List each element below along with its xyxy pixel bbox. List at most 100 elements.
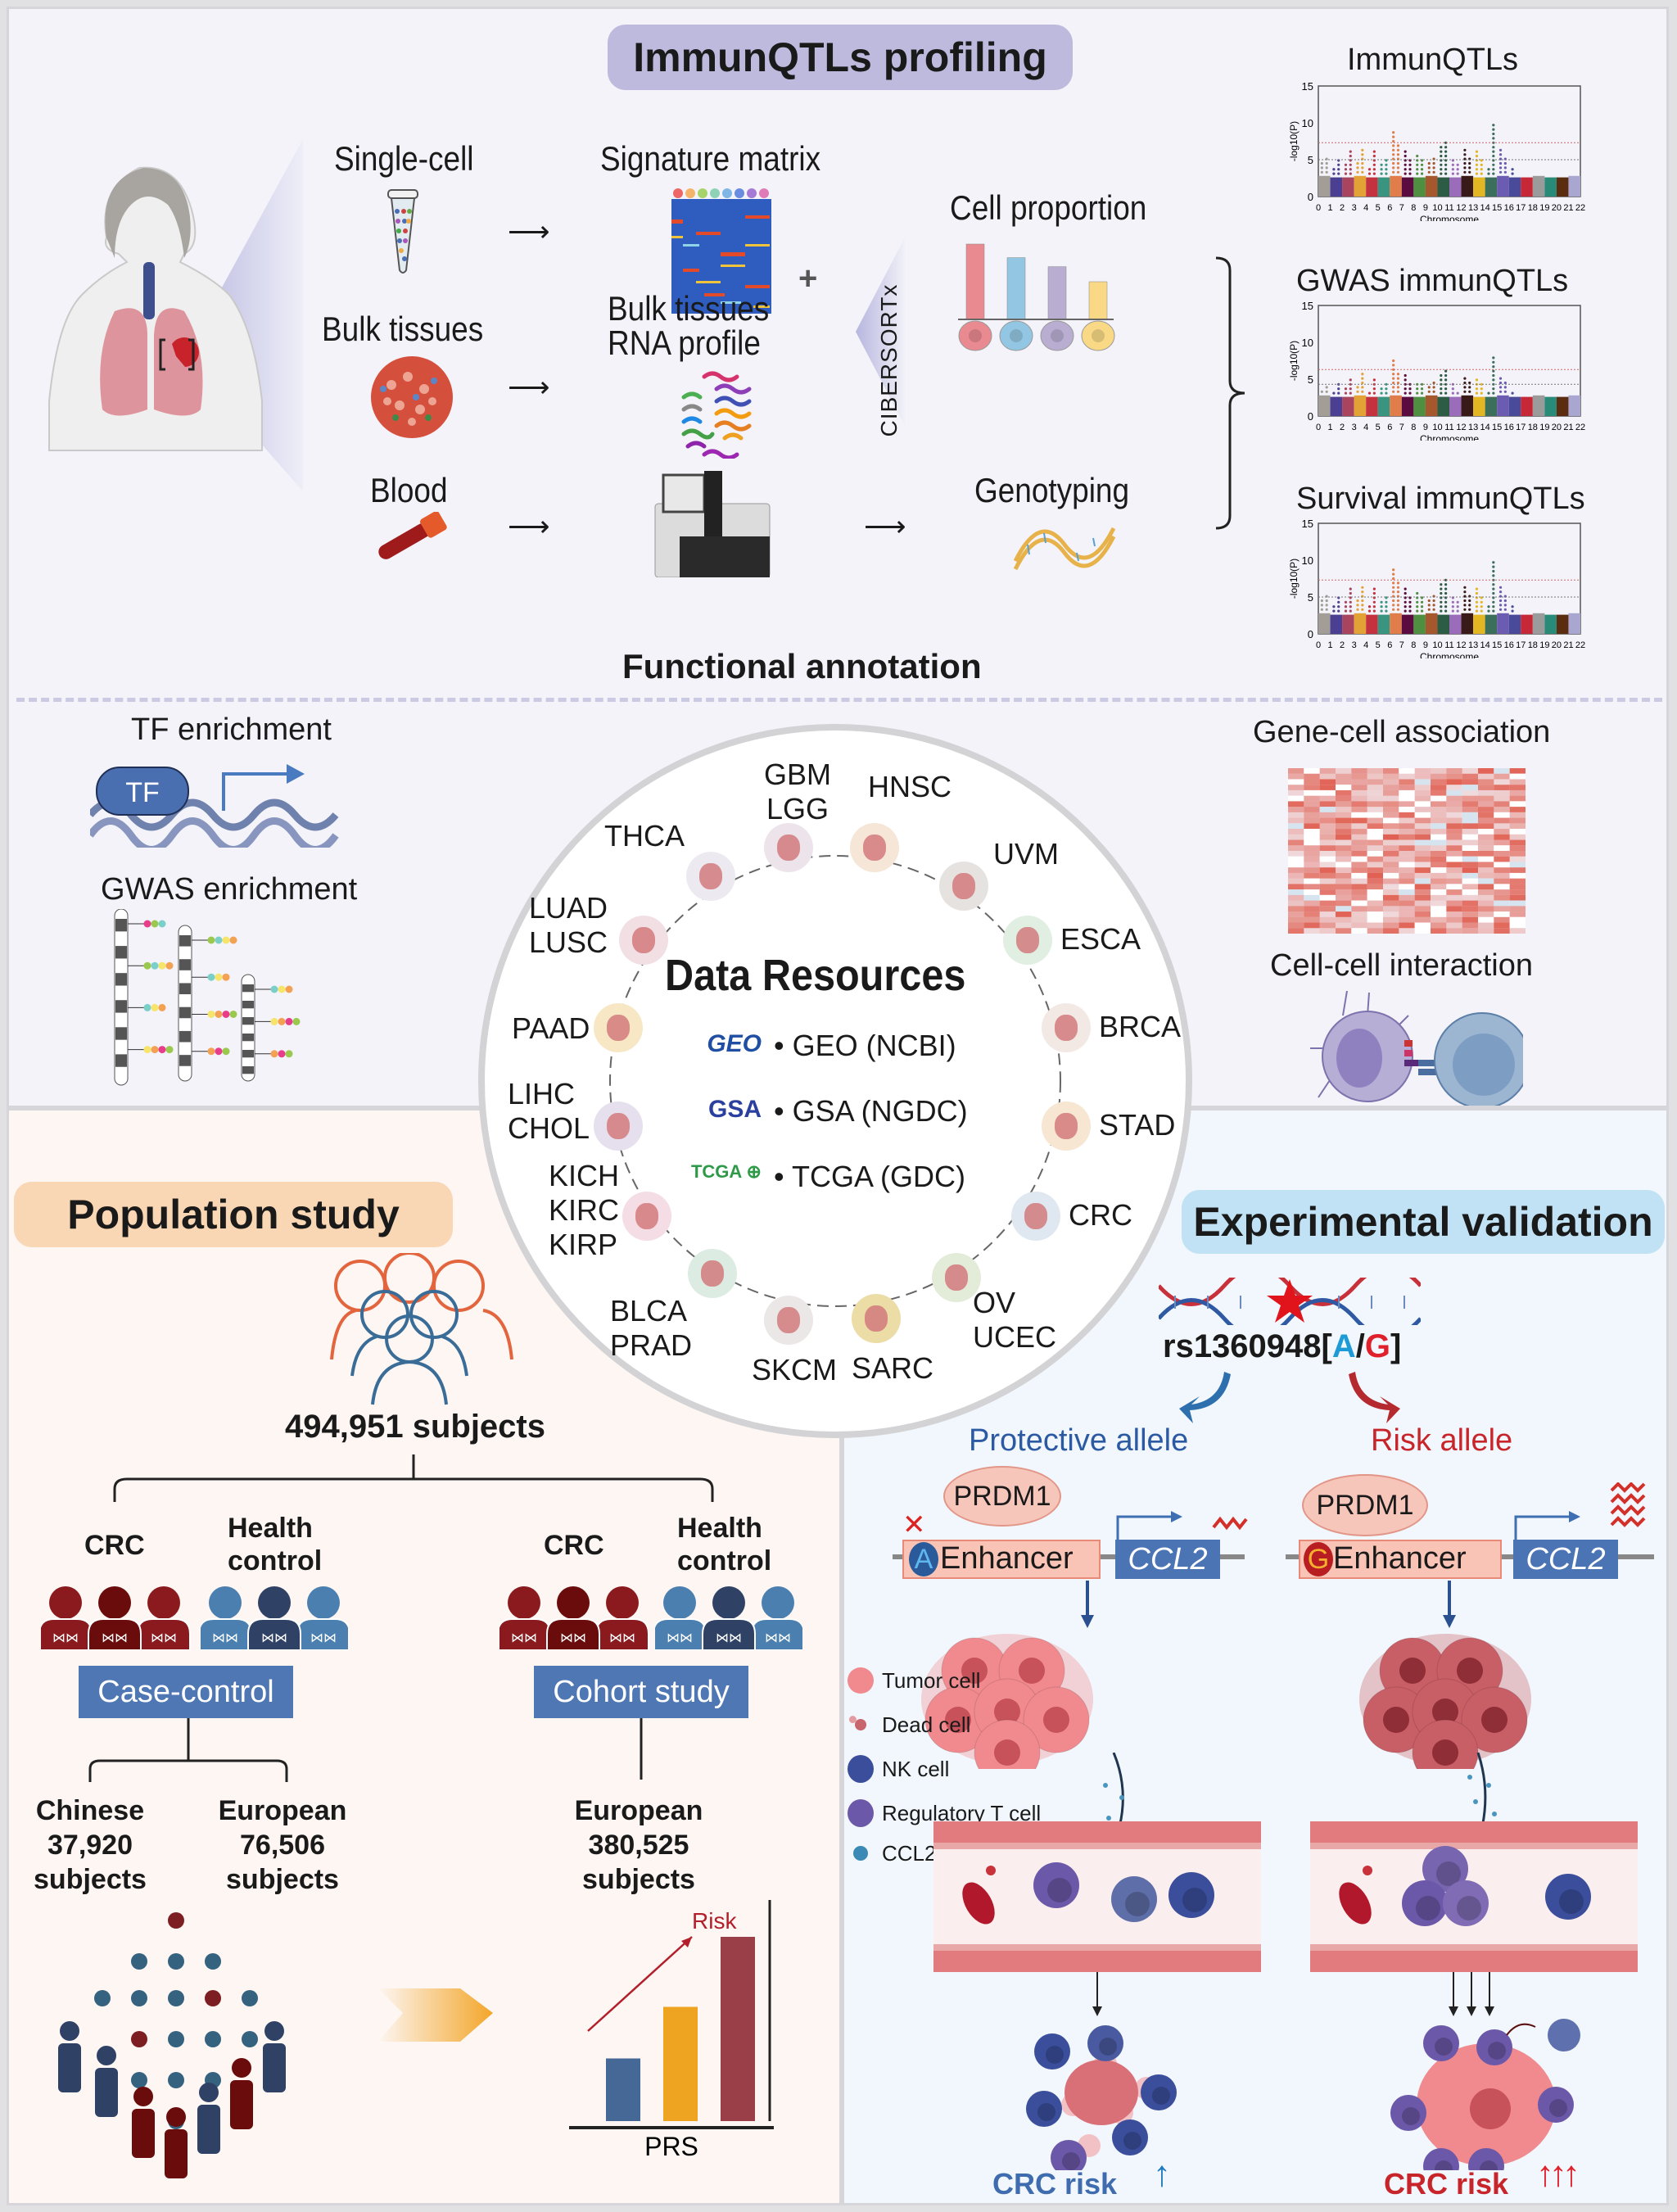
snp-point	[1487, 391, 1490, 395]
snp-point	[1372, 591, 1376, 595]
heatmap-cell	[1494, 856, 1510, 862]
heatmap-cell	[1414, 834, 1431, 840]
snp-point	[1349, 600, 1352, 604]
heatmap-cell	[1462, 834, 1478, 840]
heatmap-cell	[1494, 845, 1510, 851]
heatmap-cell	[1446, 773, 1462, 780]
heatmap-cell	[1462, 779, 1478, 785]
snp-point	[1468, 599, 1471, 603]
heatmap-cell	[1367, 906, 1383, 912]
snp-point	[1325, 608, 1328, 611]
x-tick-label: 5	[1376, 423, 1381, 432]
x-axis-label: Chromosome	[1420, 433, 1479, 441]
heatmap-cell	[1383, 922, 1399, 929]
dna-glyph: ⋈⋈	[151, 1631, 177, 1645]
snp-point	[1404, 154, 1407, 158]
snp-point	[1427, 166, 1431, 170]
heatmap-cell	[1336, 779, 1352, 785]
heatmap-cell	[1336, 872, 1352, 879]
heatmap-cell	[1288, 878, 1304, 884]
snp-point	[1468, 390, 1471, 393]
heatmap-cell	[1446, 795, 1462, 802]
data-source-label: • TCGA (GDC)	[774, 1160, 965, 1193]
snp-point	[1480, 172, 1483, 175]
heatmap-cell	[1462, 789, 1478, 796]
zoom-cone	[184, 139, 303, 491]
vessel-wall-inner	[1310, 1944, 1638, 1951]
risk-branch-arrow-icon	[1349, 1372, 1400, 1423]
heatmap-cell	[1478, 789, 1494, 796]
heatmap-cell	[1383, 900, 1399, 907]
snp-point	[1392, 368, 1395, 371]
chromosome-band	[1366, 177, 1378, 197]
snp-point	[1444, 583, 1448, 586]
cell-cell-interaction-illustration	[1310, 991, 1523, 1106]
x-tick-label: 1	[1327, 423, 1332, 432]
heatmap-cell	[1336, 916, 1352, 923]
snp-point	[1440, 591, 1443, 595]
x-tick-label: 4	[1363, 640, 1368, 650]
heatmap-cell	[1414, 872, 1431, 879]
snp-point	[1475, 163, 1479, 166]
heatmap-cell	[1431, 862, 1447, 868]
tf-enrichment-label: TF enrichment	[131, 712, 332, 747]
snp-point	[1372, 163, 1376, 166]
heatmap-cell	[1288, 911, 1304, 917]
vessel-wall	[933, 1951, 1261, 1972]
cell-nucleus	[1436, 1861, 1461, 1886]
variant-dot	[207, 1010, 215, 1018]
heatmap-cell	[1462, 900, 1478, 907]
snp-point	[1492, 124, 1495, 127]
heatmap-cell	[1288, 834, 1304, 840]
heatmap-cell	[1399, 867, 1415, 873]
snp-point	[1372, 587, 1376, 590]
star-icon	[1267, 1279, 1313, 1323]
chromosome-band	[1401, 614, 1414, 634]
snp-point	[1320, 604, 1323, 607]
snp-point	[1408, 391, 1412, 395]
snp-point	[1349, 387, 1352, 391]
chromosome-band	[1521, 614, 1533, 634]
dna-glyph: ⋈⋈	[667, 1631, 693, 1645]
dna-glyph: ⋈⋈	[560, 1631, 586, 1645]
snp-point	[1361, 604, 1364, 607]
thyroid-icon	[686, 852, 735, 901]
heatmap-cell	[1383, 823, 1399, 830]
snp-point	[1480, 387, 1483, 391]
heatmap-cell	[1351, 789, 1367, 796]
heatmap-cell	[1446, 916, 1462, 923]
snp-point	[1463, 386, 1467, 389]
snp-point	[1392, 586, 1395, 589]
variant-dot	[278, 1050, 286, 1058]
red-blood-cell	[962, 1882, 995, 1925]
heatmap-cell	[1414, 862, 1431, 868]
cell-nucleus	[1099, 2038, 1117, 2056]
heatmap-cell	[1319, 928, 1336, 934]
heatmap-cell	[1383, 878, 1399, 884]
chromosome-band	[1377, 396, 1390, 416]
snp-point	[1404, 172, 1407, 175]
protective-branch-arrow-icon	[1179, 1372, 1231, 1423]
heatmap-cell	[1351, 845, 1367, 851]
snp-point	[1444, 146, 1448, 149]
variant-dot	[215, 1047, 223, 1056]
variant-dot	[285, 985, 293, 993]
snp-point	[1480, 163, 1483, 166]
heatmap-cell	[1509, 911, 1526, 917]
cancer-type-label: PAAD	[512, 1011, 590, 1045]
red-blood-cell	[1339, 1882, 1372, 1925]
heatmap-cell	[1367, 884, 1383, 890]
snp-point	[1416, 605, 1419, 608]
heatmap-cell	[1351, 795, 1367, 802]
tumor-nucleus	[1043, 1707, 1069, 1733]
heatmap-cell	[1399, 862, 1415, 868]
heatmap-cell	[1446, 900, 1462, 907]
snp-point	[1463, 604, 1467, 607]
heatmap-cell	[1509, 829, 1526, 835]
snp-point	[1349, 163, 1352, 166]
heatmap-cell	[1431, 817, 1447, 824]
organ-shape	[865, 1305, 888, 1332]
heatmap-cell	[1399, 906, 1415, 912]
heatmap-cell	[1446, 851, 1462, 857]
treg-cell-icon	[848, 1799, 874, 1827]
